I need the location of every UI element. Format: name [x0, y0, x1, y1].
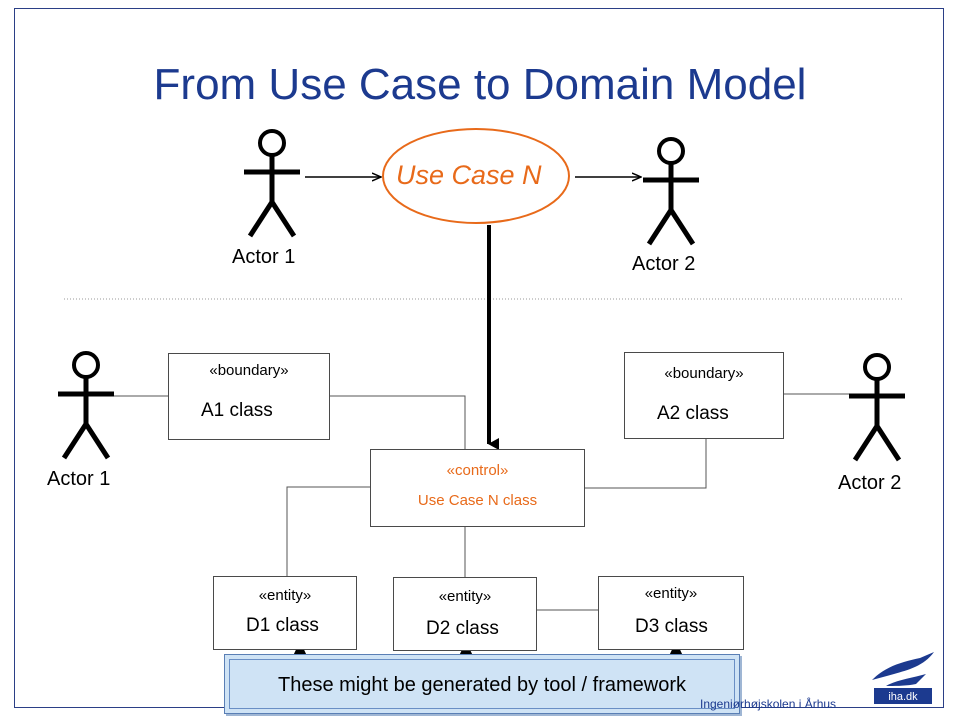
footer-institution-text: Ingeniørhøjskolen i Århus [700, 697, 837, 711]
boundary-a1-class-box: «boundary» A1 class [168, 353, 330, 440]
entity-d3-name: D3 class [635, 616, 708, 637]
control-name: Use Case N class [417, 492, 538, 509]
entity-d1-name: D1 class [246, 615, 319, 636]
entity-d1-class-box: «entity» D1 class [213, 576, 357, 650]
control-class-box: «control» Use Case N class [370, 449, 585, 527]
top-actor-2-label: Actor 2 [632, 253, 696, 275]
boundary-a2-stereotype: «boundary» [664, 365, 744, 382]
boundary-a1-stereotype: «boundary» [209, 362, 289, 379]
entity-d2-name: D2 class [426, 618, 499, 639]
boundary-a1-name: A1 class [201, 400, 273, 421]
entity-d1-stereotype: «entity» [258, 587, 312, 604]
slide-title: From Use Case to Domain Model [153, 60, 807, 109]
entity-d3-stereotype: «entity» [644, 585, 698, 602]
generated-by-tool-note: These might be generated by tool / frame… [224, 654, 740, 714]
logo-text: iha.dk [888, 691, 918, 703]
side-actor-2-figure [849, 353, 905, 462]
control-stereotype: «control» [446, 462, 509, 479]
boundary-a2-name: A2 class [657, 403, 729, 424]
note-text: These might be generated by tool / frame… [229, 659, 735, 709]
use-case-ellipse [382, 128, 570, 224]
entity-d2-class-box: «entity» D2 class [393, 577, 537, 651]
entity-d3-class-box: «entity» D3 class [598, 576, 744, 650]
side-actor-1-figure [58, 351, 114, 460]
side-actor-2-label: Actor 2 [838, 472, 902, 494]
side-actor-1-label: Actor 1 [47, 468, 111, 490]
top-actor-2-figure [643, 137, 699, 246]
entity-d2-stereotype: «entity» [438, 588, 492, 605]
top-actor-1-label: Actor 1 [232, 246, 296, 268]
use-case-label: Use Case N [396, 160, 542, 190]
association-lines [114, 393, 849, 611]
top-actor-1-figure [244, 129, 300, 238]
boundary-a2-class-box: «boundary» A2 class [624, 352, 784, 439]
iha-logo: iha.dk [868, 640, 938, 706]
